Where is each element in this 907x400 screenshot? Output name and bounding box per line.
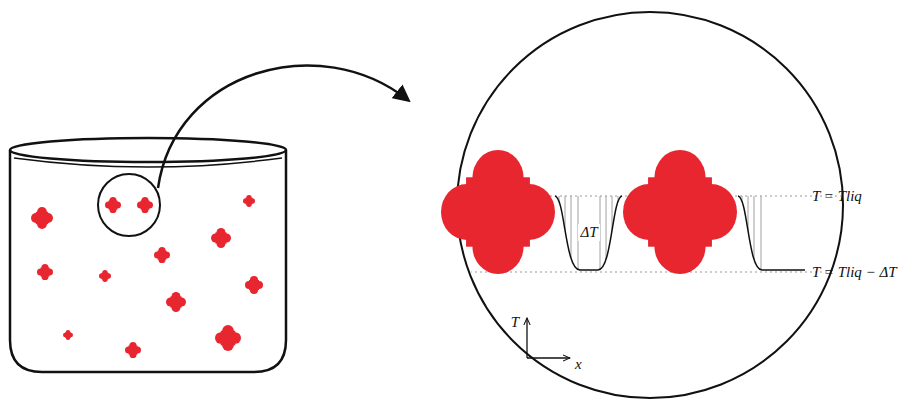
zoom-arrow	[158, 65, 408, 188]
axis-label: T	[511, 315, 519, 330]
liquidus-label: T = Tliq	[812, 189, 862, 204]
undercooled-temperature-label: T = Tliq − ΔT	[812, 265, 897, 280]
crystals	[31, 195, 263, 358]
axis-label: x	[575, 357, 582, 372]
undercooling-label: ΔT	[578, 224, 599, 241]
zoom-marker	[98, 174, 160, 236]
beaker	[10, 138, 286, 372]
growing-crystals	[441, 150, 737, 274]
axes	[527, 318, 570, 358]
